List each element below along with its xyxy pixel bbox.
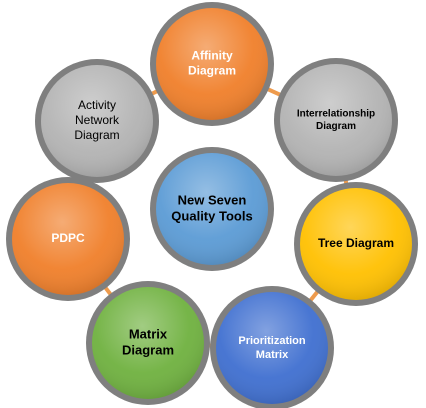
node-activity-label-line: Network — [75, 113, 120, 127]
center-node-circle-label-line: Quality Tools — [171, 209, 252, 224]
node-prioritization-gloss — [216, 292, 328, 404]
node-affinity-label-line: Diagram — [188, 64, 236, 78]
node-pdpc-label-line: PDPC — [51, 231, 85, 245]
node-interrelationship-label-line: Diagram — [316, 121, 356, 132]
node-interrelationship-label-line: Interrelationship — [297, 108, 375, 119]
node-prioritization-label-line: Matrix — [256, 349, 289, 361]
node-affinity-gloss — [156, 8, 268, 120]
tool-nodes: AffinityDiagramInterrelationshipDiagramT… — [6, 2, 418, 408]
node-activity-label-line: Diagram — [74, 128, 119, 142]
node-tree-label-line: Tree Diagram — [318, 236, 394, 250]
center-node-circle-gloss — [156, 153, 268, 265]
node-prioritization-label-line: Prioritization — [238, 335, 306, 347]
node-tree: Tree Diagram — [294, 182, 418, 306]
node-activity-gloss — [41, 65, 153, 177]
center-node-circle-label-line: New Seven — [178, 192, 247, 207]
node-tree-gloss — [300, 188, 412, 300]
node-activity-label-line: Activity — [78, 98, 116, 112]
node-pdpc: PDPC — [6, 177, 130, 301]
node-matrix-gloss — [92, 287, 204, 399]
node-matrix-label-line: Diagram — [122, 343, 174, 358]
node-matrix-label-line: Matrix — [129, 326, 168, 341]
node-interrelationship-gloss — [280, 64, 392, 176]
node-affinity-label-line: Affinity — [191, 49, 233, 63]
node-pdpc-gloss — [12, 183, 124, 295]
